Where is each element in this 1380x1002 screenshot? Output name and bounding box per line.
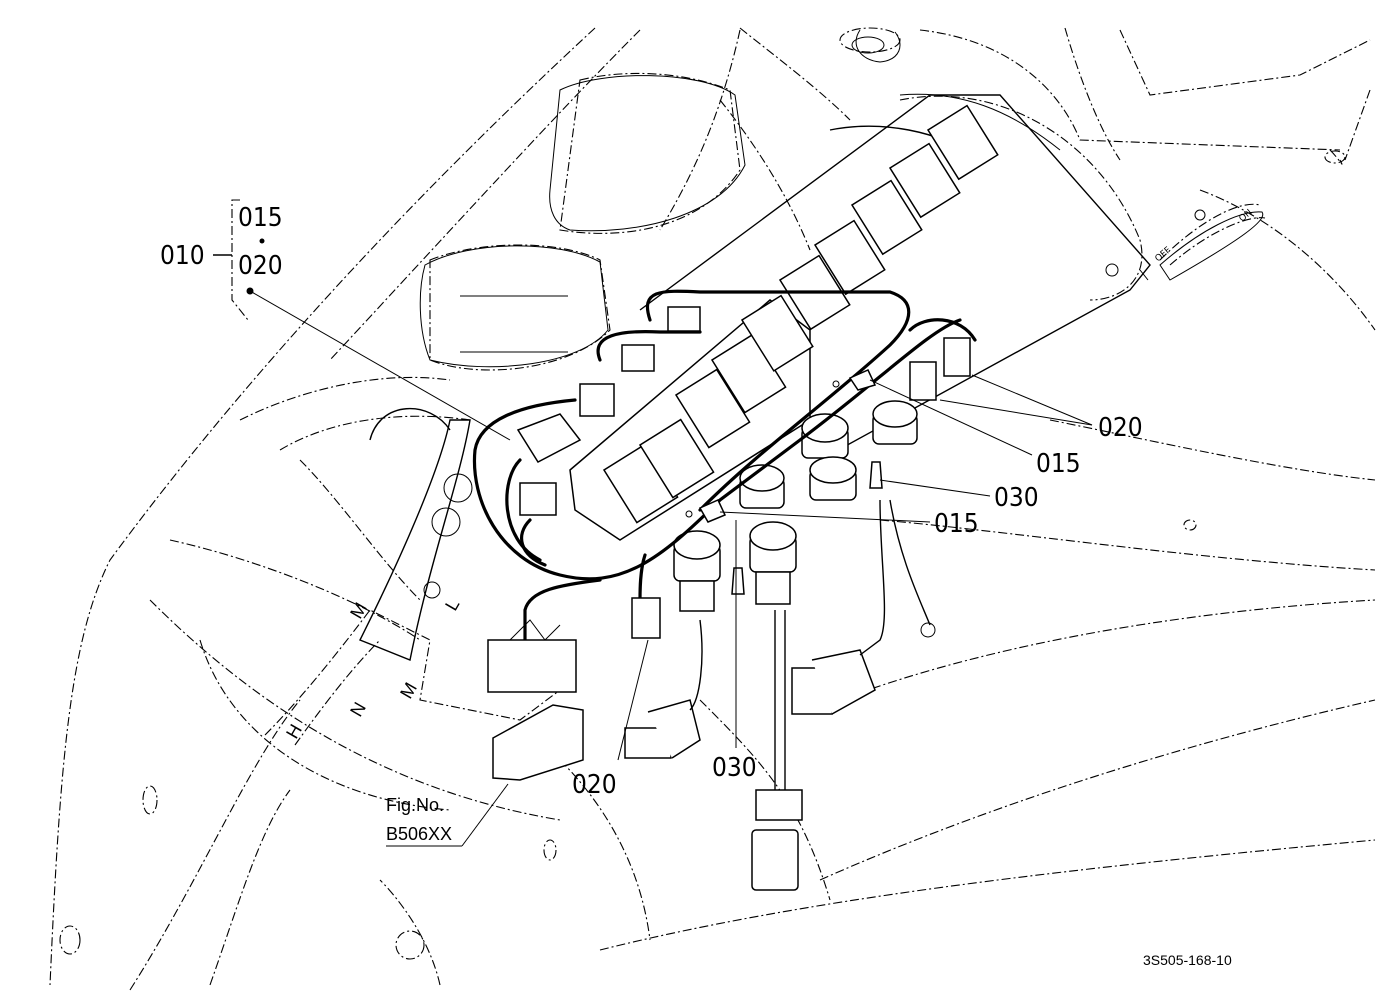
leader-lines (249, 290, 1093, 847)
callout-020-group: 020 (238, 251, 283, 281)
knob (801, 413, 849, 459)
console-edges (419, 29, 1264, 461)
knob (673, 530, 721, 612)
callout-030-bottom: 030 (712, 753, 757, 783)
blank-cover (926, 104, 999, 181)
callout-015-lower: 015 (934, 509, 979, 539)
knob (739, 464, 785, 509)
figure-reference: Fig.No. B506XX (386, 795, 452, 844)
connector (909, 361, 937, 401)
connector (751, 829, 799, 891)
clamp (698, 499, 727, 523)
wire-harness (472, 289, 977, 647)
callout-labels: 010 015 020 020 015 030 015 020 030 (160, 203, 1143, 800)
callout-010: 010 (160, 241, 205, 271)
callout-020-right: 020 (1098, 413, 1143, 443)
blank-cover (888, 142, 961, 219)
relay (516, 413, 582, 463)
drawing-code: 3S505-168-10 (1143, 952, 1232, 968)
knob (749, 521, 797, 605)
blank-cover (850, 179, 923, 256)
group-bracket (213, 199, 265, 321)
connector (519, 482, 557, 516)
callout-015-group: 015 (238, 203, 283, 233)
shift-mark-m2: M (396, 679, 421, 702)
on-mark: ON (1238, 208, 1255, 225)
fig-number: B506XX (386, 824, 452, 844)
module (492, 704, 584, 781)
connector (755, 789, 803, 821)
connector (943, 337, 971, 377)
knob (809, 456, 857, 501)
callout-020-bottom: 020 (572, 770, 617, 800)
connectors (487, 306, 971, 891)
rocker-switch (638, 418, 715, 499)
fig-label: Fig.No. (386, 795, 444, 815)
connector (631, 597, 661, 639)
shift-mark-l: L (441, 595, 463, 614)
screw (731, 567, 745, 595)
control-knobs (673, 400, 918, 612)
blank-cover (813, 219, 886, 296)
shift-mark-n: N (346, 699, 370, 720)
housing-outline (49, 27, 1376, 991)
shift-lever: H N L M M (282, 408, 473, 742)
clamp (848, 369, 877, 391)
callout-015-upper: 015 (1036, 449, 1081, 479)
connector (579, 383, 615, 417)
connector (621, 344, 655, 372)
rocker-switch (674, 368, 751, 449)
knob (872, 400, 918, 445)
shift-mark-h: H (282, 721, 306, 742)
callout-030-right: 030 (994, 483, 1039, 513)
connector (667, 306, 701, 332)
relay-block (487, 639, 577, 693)
screw (869, 461, 883, 489)
rocker-switch (740, 294, 814, 372)
shift-mark-m1: M (346, 599, 371, 622)
